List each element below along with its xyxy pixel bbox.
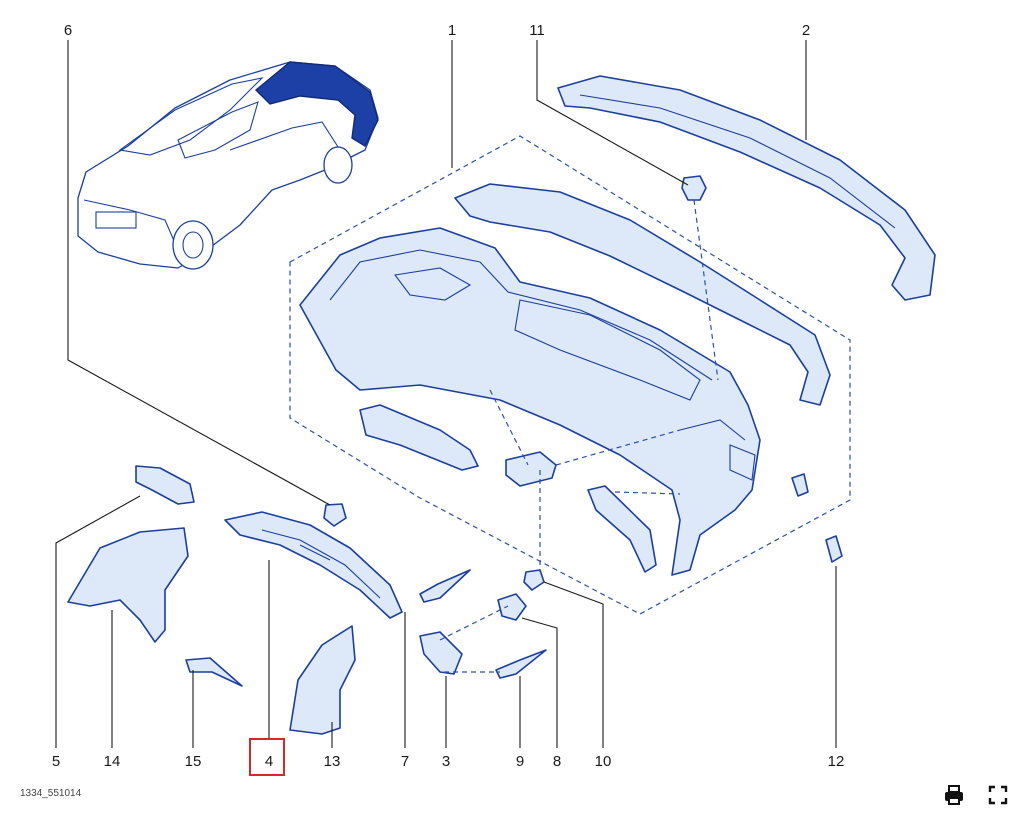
callout-1: 1 — [448, 22, 456, 39]
leader-lines — [55, 40, 837, 748]
callout-15: 15 — [185, 753, 202, 770]
printer-icon — [945, 785, 963, 805]
selected-part-highlight — [249, 738, 285, 776]
callout-7: 7 — [401, 753, 409, 770]
spoiler-2 — [557, 75, 936, 301]
fasteners — [185, 503, 547, 687]
bracket-4 — [224, 511, 403, 619]
fullscreen-button[interactable] — [984, 781, 1012, 809]
callout-5: 5 — [52, 753, 60, 770]
upper-trim — [454, 183, 831, 406]
callout-11: 11 — [529, 22, 545, 39]
clip-12 — [825, 535, 843, 563]
bracket-3 — [419, 631, 463, 675]
callout-14: 14 — [104, 753, 121, 770]
assembly-frame — [289, 135, 851, 615]
callout-2: 2 — [802, 22, 810, 39]
bracket-14 — [67, 527, 189, 643]
print-button[interactable] — [940, 781, 968, 809]
fullscreen-icon — [988, 785, 1008, 805]
bracket-13 — [289, 625, 356, 735]
callout-6: 6 — [64, 22, 72, 39]
callout-9: 9 — [516, 753, 524, 770]
callout-12: 12 — [828, 753, 845, 770]
callout-8: 8 — [553, 753, 561, 770]
clip-11 — [681, 175, 707, 201]
guide-lines — [439, 199, 719, 673]
reference-code: 1334_551014 — [20, 788, 82, 799]
callout-3: 3 — [442, 753, 450, 770]
rear-bumper-1 — [299, 227, 761, 576]
callout-4: 4 — [265, 753, 273, 770]
callout-10: 10 — [595, 753, 612, 770]
bracket-5 — [135, 465, 195, 505]
car-illustration — [77, 61, 379, 270]
callout-13: 13 — [324, 753, 341, 770]
callout-labels: 1 2 3 4 5 6 7 8 9 10 11 12 13 14 15 — [52, 22, 845, 770]
